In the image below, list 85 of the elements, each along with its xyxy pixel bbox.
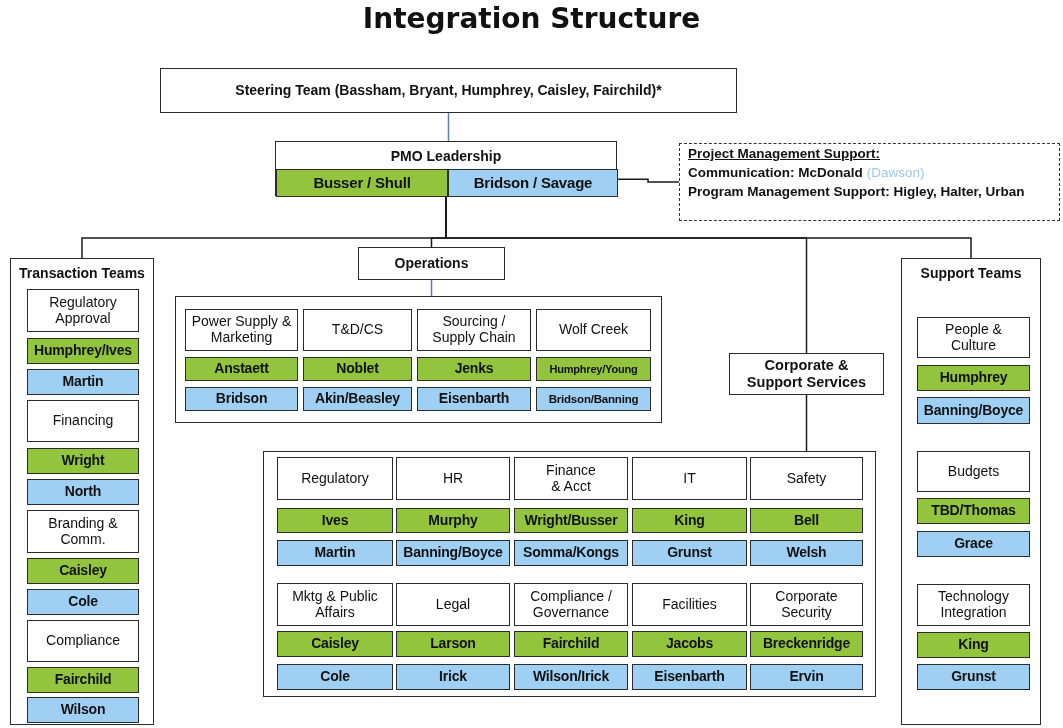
connector-line (616, 178, 680, 183)
name-cell: Martin (27, 369, 139, 395)
name-cell: Ives (277, 508, 393, 533)
name-cell: Humphrey/Young (536, 357, 651, 381)
name-cell: Larson (396, 631, 510, 657)
org-box: Operations (358, 247, 505, 280)
unit-header-box: Wolf Creek (536, 309, 651, 351)
connector-line (805, 394, 808, 452)
name-cell: Bell (750, 508, 863, 533)
unit-header-box: HR (396, 457, 510, 500)
name-cell: Martin (277, 540, 393, 566)
name-cell: Humphrey/Ives (27, 338, 139, 364)
name-cell: Anstaett (185, 357, 298, 381)
name-cell: Noblet (303, 357, 412, 381)
unit-header-box: Finance & Acct (514, 457, 628, 500)
diagram-title: Integration Structure (361, 2, 702, 35)
name-cell: Caisley (27, 558, 139, 584)
name-cell: Bridson / Savage (448, 169, 618, 197)
name-cell: Jenks (417, 357, 531, 381)
name-cell: Banning/Boyce (396, 540, 510, 566)
name-cell: Humphrey (917, 365, 1030, 391)
unit-header-box: Power Supply & Marketing (185, 309, 298, 351)
unit-header-box: People & Culture (917, 317, 1030, 358)
unit-header-box: Budgets (917, 451, 1030, 492)
name-cell: Welsh (750, 540, 863, 566)
name-cell: King (632, 508, 747, 533)
box-heading: PMO Leadership (389, 148, 503, 164)
note-text: Program Management Support: Higley, Halter, Urban (688, 185, 1026, 200)
name-cell: Jacobs (632, 631, 747, 657)
org-box: Corporate & Support Services (729, 353, 884, 395)
name-cell: Grace (917, 531, 1030, 557)
unit-header-box: IT (632, 457, 747, 500)
note-text: Communication: McDonald (688, 165, 863, 181)
name-cell: Wright/Busser (514, 508, 628, 533)
support-note-box (679, 143, 1060, 221)
unit-header-box: Sourcing / Supply Chain (417, 309, 531, 351)
note-text: (Dawson) (866, 165, 925, 181)
leadership-box (275, 141, 617, 196)
name-cell: Cole (277, 664, 393, 690)
unit-header-box: Mktg & Public Affairs (277, 583, 393, 626)
org-box: Steering Team (Bassham, Bryant, Humphrey, Caisley, Fairchild)* (160, 68, 737, 113)
name-cell: North (27, 479, 139, 505)
note-heading: Project Management Support: (688, 147, 882, 162)
name-cell: Grunst (632, 540, 747, 566)
panel-title: Support Teams (919, 265, 1023, 281)
team-panel (901, 258, 1041, 725)
name-cell: Wilson/Irick (514, 664, 628, 690)
name-cell: Wilson (27, 697, 139, 723)
unit-header-box: Legal (396, 583, 510, 626)
name-cell: Bridson (185, 387, 298, 411)
name-cell: Breckenridge (750, 631, 863, 657)
name-cell: Somma/Kongs (514, 540, 628, 566)
name-cell: Eisenbarth (632, 664, 747, 690)
connector-line (447, 112, 450, 142)
name-cell: Fairchild (27, 667, 139, 693)
unit-header-box: Safety (750, 457, 863, 500)
team-panel (10, 258, 154, 725)
name-cell: Cole (27, 589, 139, 615)
name-cell: TBD/Thomas (917, 498, 1030, 524)
name-cell: Banning/Boyce (917, 397, 1030, 424)
group-frame (175, 296, 662, 423)
name-cell: Eisenbarth (417, 387, 531, 411)
name-cell: Akin/Beasley (303, 387, 412, 411)
panel-title: Transaction Teams (18, 265, 146, 281)
name-cell: King (917, 632, 1030, 658)
name-cell: Busser / Shull (276, 169, 448, 197)
name-cell: Wright (27, 448, 139, 474)
unit-header-box: Facilities (632, 583, 747, 626)
name-cell: Grunst (917, 664, 1030, 690)
unit-header-box: Compliance (27, 620, 139, 662)
unit-header-box: Compliance / Governance (514, 583, 628, 626)
name-cell: Irick (396, 664, 510, 690)
unit-header-box: Branding & Comm. (27, 510, 139, 553)
unit-header-box: Technology Integration (917, 584, 1030, 626)
name-cell: Bridson/Banning (536, 387, 651, 411)
unit-header-box: Regulatory (277, 457, 393, 500)
unit-header-box: T&D/CS (303, 309, 412, 351)
group-frame (263, 451, 876, 697)
name-cell: Ervin (750, 664, 863, 690)
name-cell: Caisley (277, 631, 393, 657)
name-cell: Fairchild (514, 631, 628, 657)
unit-header-box: Regulatory Approval (27, 289, 139, 332)
unit-header-box: Financing (27, 400, 139, 442)
unit-header-box: Corporate Security (750, 583, 863, 626)
name-cell: Murphy (396, 508, 510, 533)
